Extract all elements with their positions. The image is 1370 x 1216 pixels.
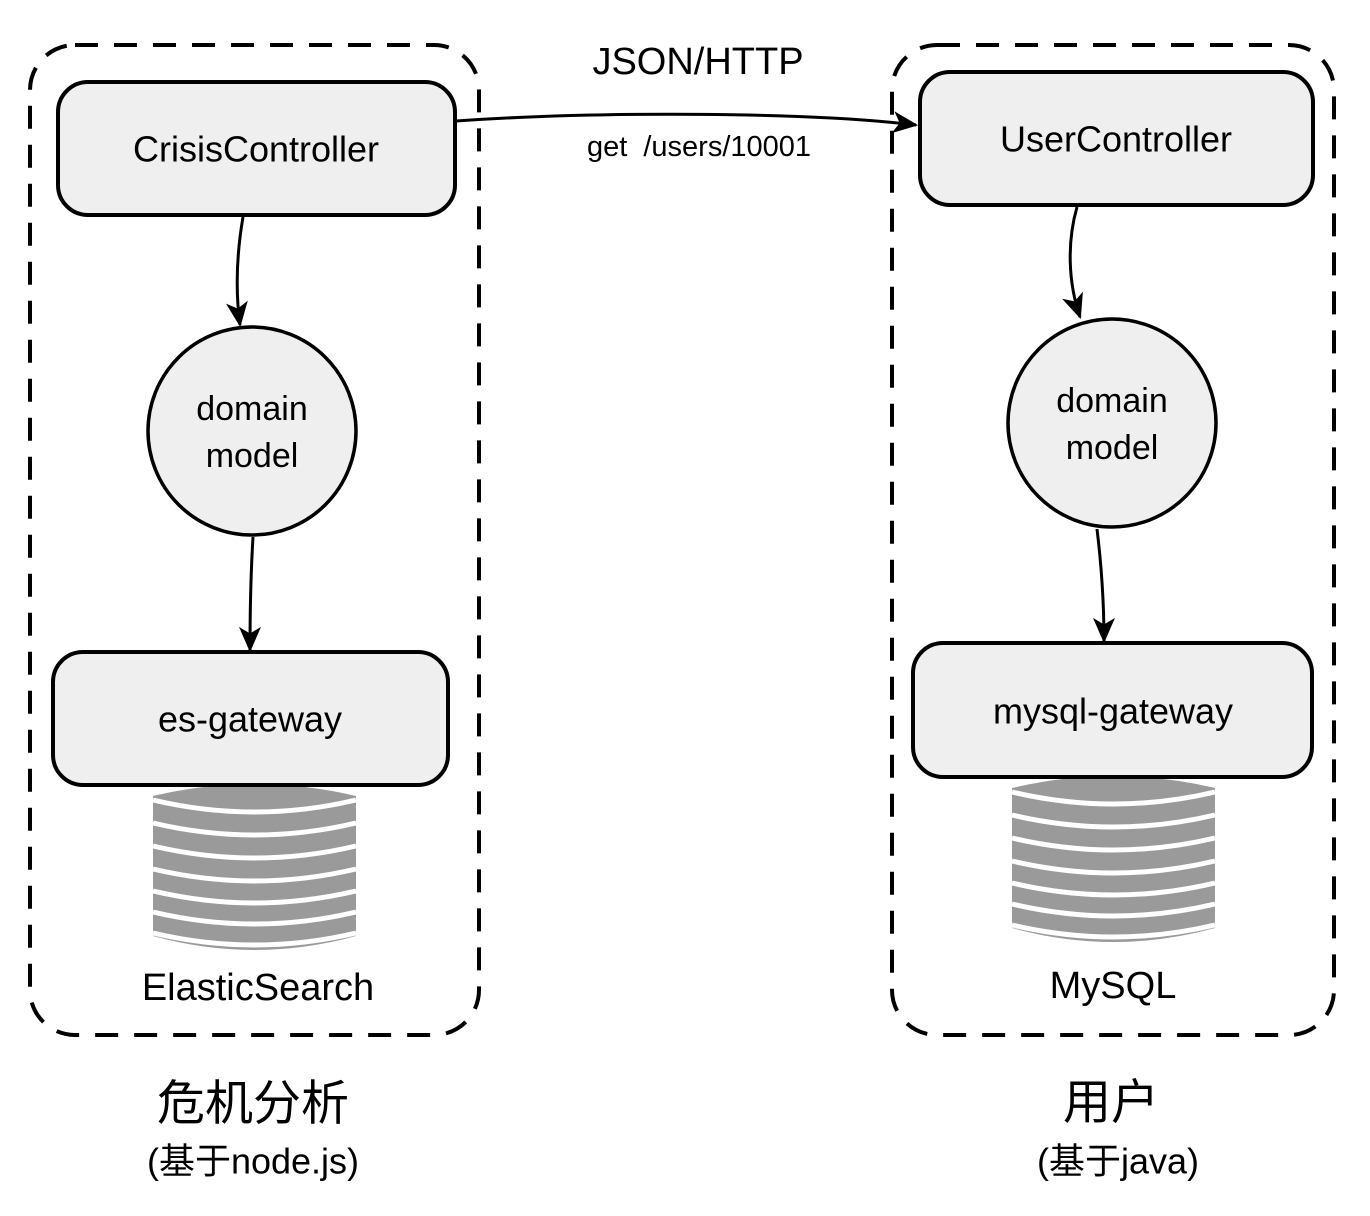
db-cylinder-body (153, 784, 356, 950)
left-service-container-border (28, 43, 481, 1037)
db-disk-separator (152, 930, 357, 948)
db-disk-separator (152, 866, 357, 884)
connection-protocol-label: JSON/HTTP (592, 41, 803, 83)
db-disk-separator (1011, 901, 1216, 919)
left-service-group: CrisisController domain model es-gateway… (28, 43, 481, 1182)
right-service-title: 用户 (1063, 1077, 1159, 1130)
domain-model-node-left (146, 325, 358, 537)
db-disk-separator (152, 843, 357, 861)
arrow-domainmodel-to-mysqlgateway (1092, 528, 1115, 644)
arrow-crisiscontroller-to-usercontroller (455, 111, 919, 134)
right-service-group: UserController domain model mysql-gatewa… (890, 43, 1336, 1182)
domain-model-label-left-line2: model (206, 437, 299, 475)
domain-model-label-right-line2: model (1066, 429, 1159, 467)
domain-model-label-right-line1: domain (1056, 382, 1168, 420)
arrow-crisiscontroller-to-domainmodel (226, 216, 248, 328)
db-disk-separator (1011, 858, 1216, 876)
arrow-domainmodel-to-esgateway (239, 536, 262, 653)
mysql-gateway-label: mysql-gateway (993, 691, 1233, 732)
db-disk-separator (1011, 789, 1216, 807)
db-disk-separator (152, 888, 357, 906)
connection-request-label: get /users/10001 (587, 131, 811, 163)
db-disk-separator (152, 797, 357, 815)
mysql-gateway-node (911, 641, 1314, 779)
connection-group: JSON/HTTP get /users/10001 (455, 41, 919, 163)
mysql-db-icon (1011, 776, 1216, 942)
left-service-subtitle: (基于node.js) (147, 1141, 359, 1182)
right-service-subtitle: (基于java) (1037, 1141, 1199, 1182)
user-controller-node (918, 70, 1315, 207)
db-disk-separator (1011, 880, 1216, 898)
mysql-label: MySQL (1050, 965, 1177, 1007)
left-service-title: 危机分析 (157, 1078, 349, 1131)
db-disk-separator (1011, 835, 1216, 853)
es-gateway-node (51, 650, 450, 787)
right-service-container-border (890, 43, 1336, 1037)
db-disk-separator (152, 820, 357, 838)
es-gateway-label: es-gateway (158, 699, 342, 740)
arrow-usercontroller-to-domainmodel (1062, 206, 1083, 320)
domain-model-node-right (1006, 317, 1218, 529)
domain-model-label-left-line1: domain (196, 390, 308, 428)
elasticsearch-label: ElasticSearch (142, 967, 374, 1009)
crisis-controller-label: CrisisController (133, 129, 379, 170)
db-disk-separator (1011, 922, 1216, 940)
crisis-controller-node (56, 80, 457, 217)
db-disk-separator (1011, 812, 1216, 830)
elasticsearch-db-icon (152, 784, 357, 950)
db-disk-separator (152, 909, 357, 927)
user-controller-label: UserController (1000, 119, 1232, 160)
db-cylinder-body (1012, 776, 1215, 942)
